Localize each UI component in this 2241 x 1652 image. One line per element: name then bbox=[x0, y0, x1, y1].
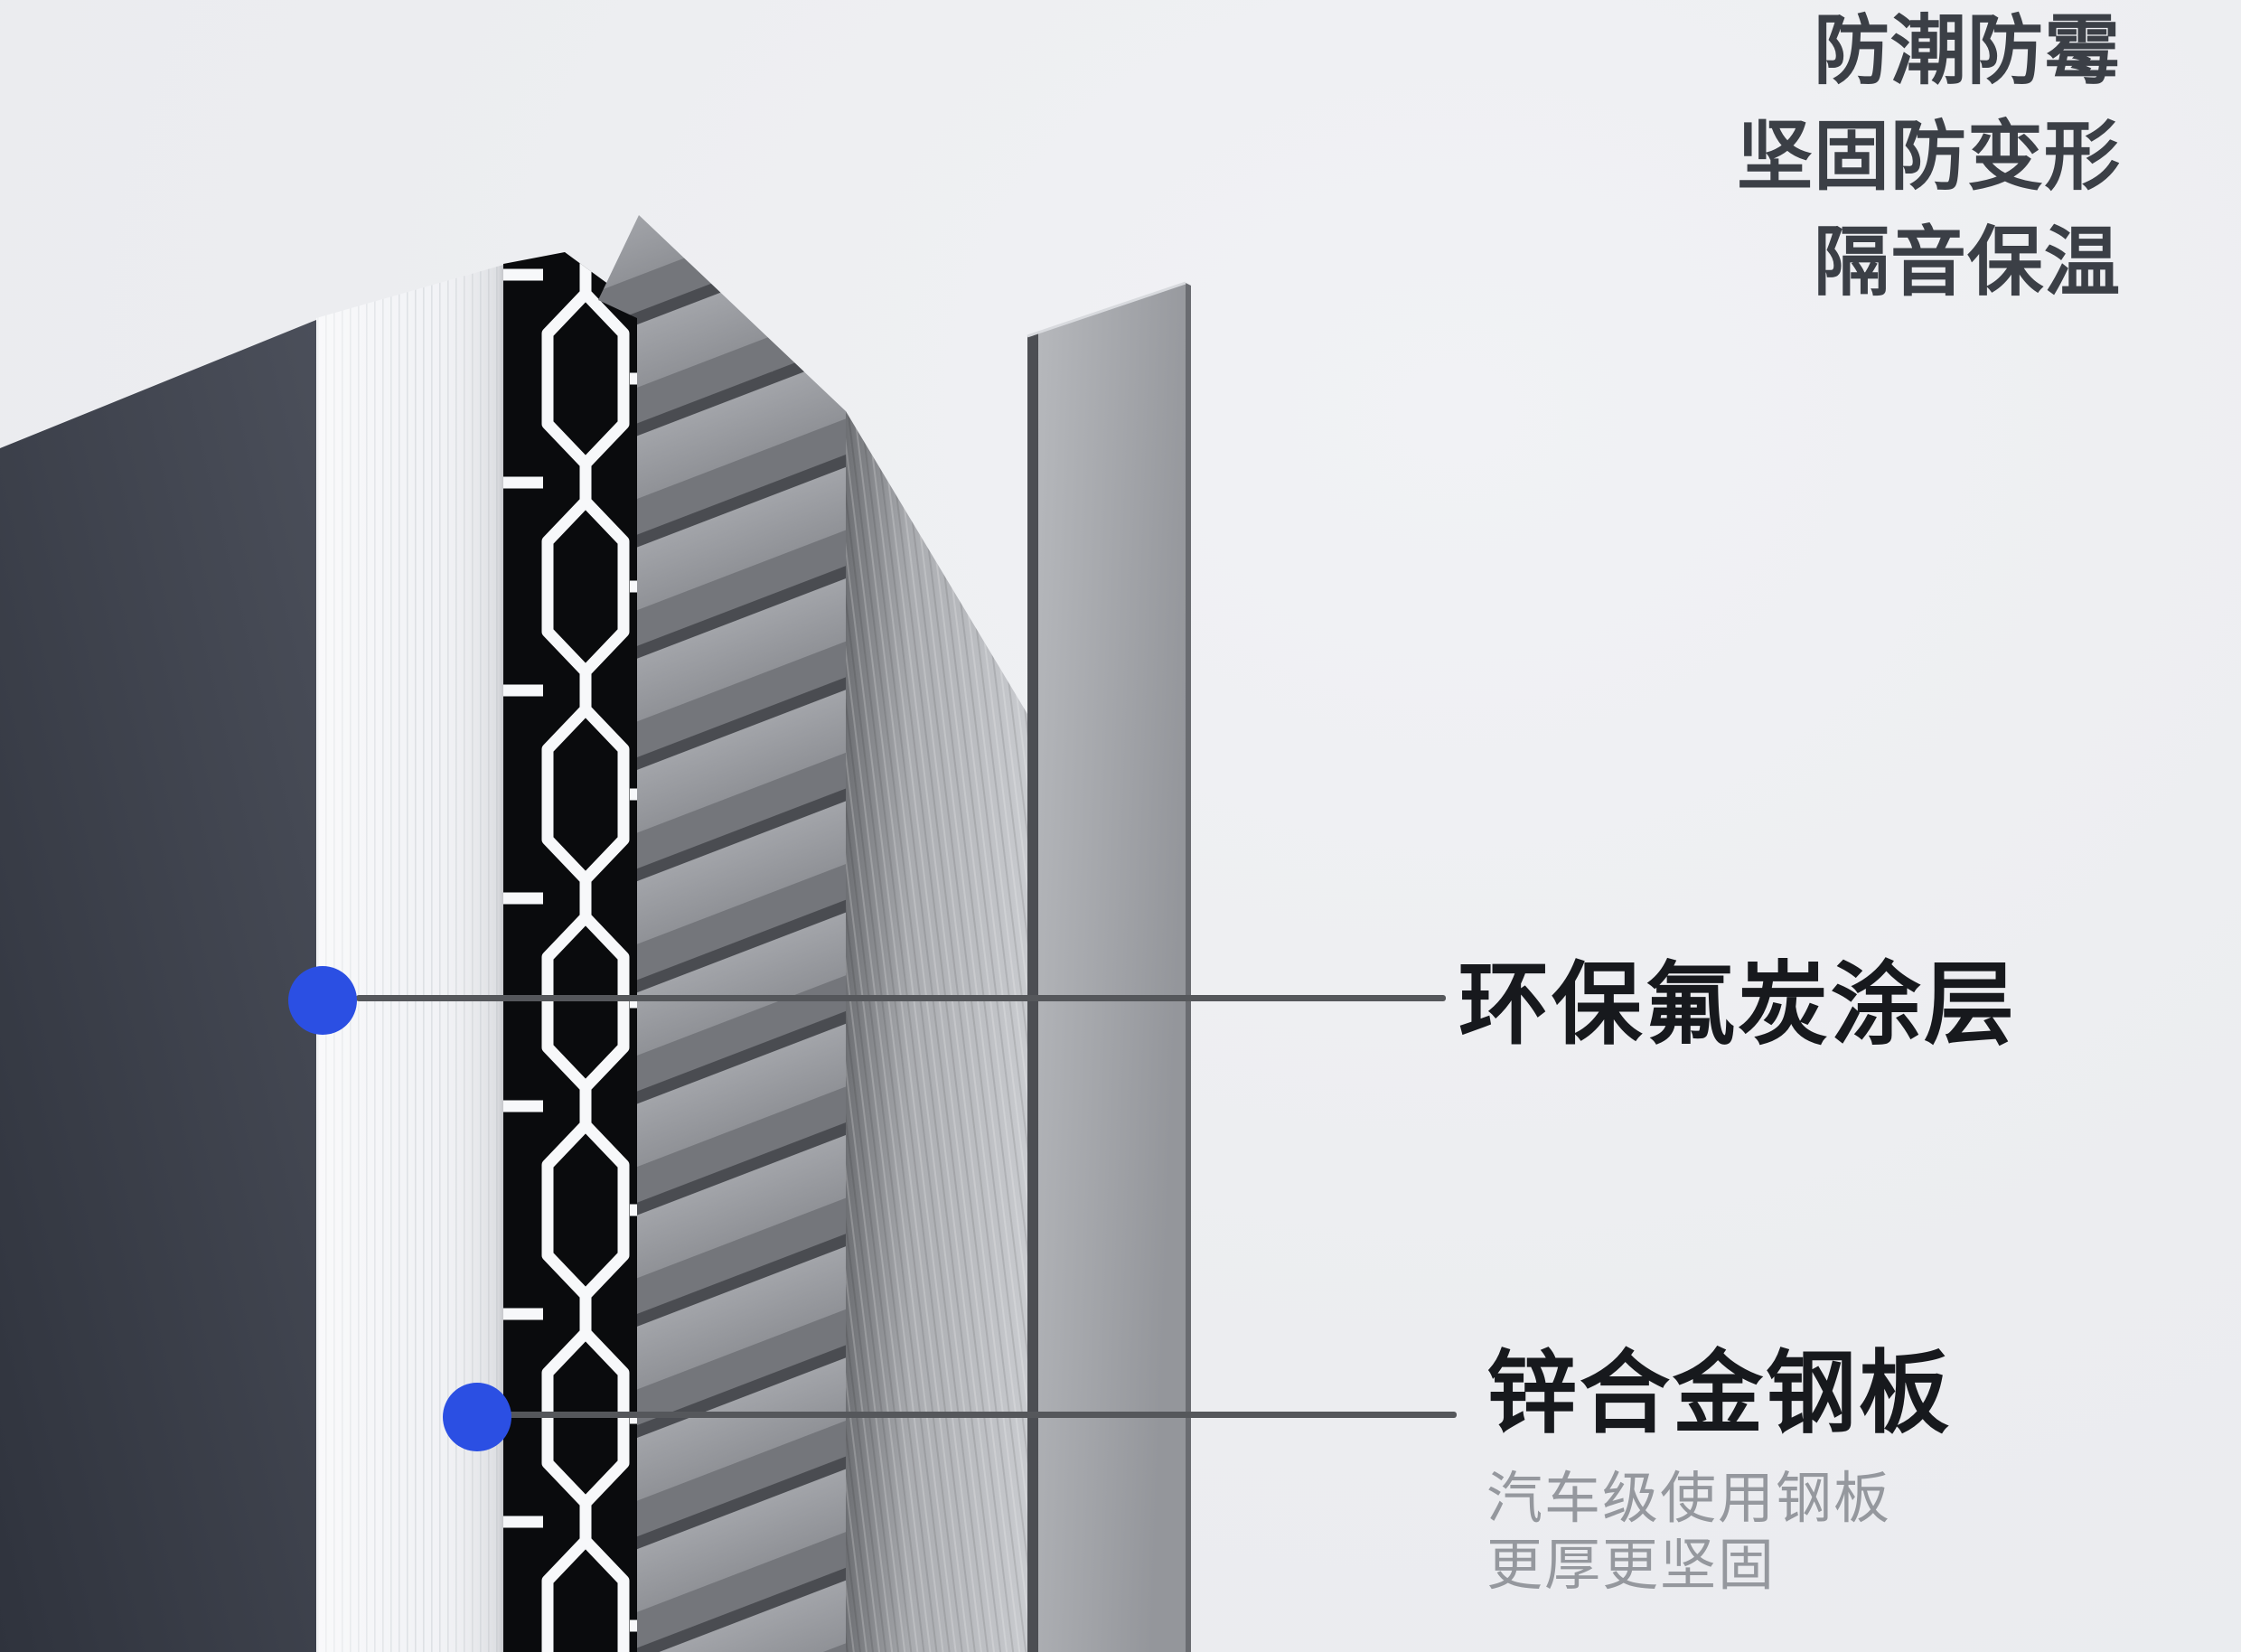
feature-item: 隔音保温 bbox=[1813, 220, 2121, 305]
callout-leader-line-steel bbox=[508, 1412, 1457, 1418]
feature-list: 防潮防霉 坚固防变形 隔音保温 bbox=[1737, 0, 2121, 315]
callout-label-steel: 锌合金钢板 bbox=[1486, 1343, 1952, 1444]
callout-dot-coating bbox=[288, 966, 357, 1035]
brushed-steel-layer bbox=[846, 411, 1027, 1652]
feature-item: 防潮防霉 bbox=[1813, 8, 2121, 93]
callout-subtext-line: 更厚更坚固 bbox=[1486, 1535, 1777, 1597]
callout-dot-steel bbox=[443, 1383, 511, 1451]
corrugated-layer bbox=[598, 215, 846, 1652]
callout-label-coating: 环保氟炭涂层 bbox=[1458, 954, 2017, 1056]
callout-leader-line-coating bbox=[356, 995, 1446, 1001]
outer-panel bbox=[0, 320, 316, 1652]
coating-layer bbox=[316, 265, 503, 1652]
back-panel bbox=[1027, 281, 1191, 1652]
callout-subtext-line: 汽车级使用钢板 bbox=[1486, 1468, 1892, 1530]
callout-subtext-steel: 汽车级使用钢板 更厚更坚固 bbox=[1486, 1466, 1891, 1600]
feature-item: 坚固防变形 bbox=[1736, 114, 2121, 199]
